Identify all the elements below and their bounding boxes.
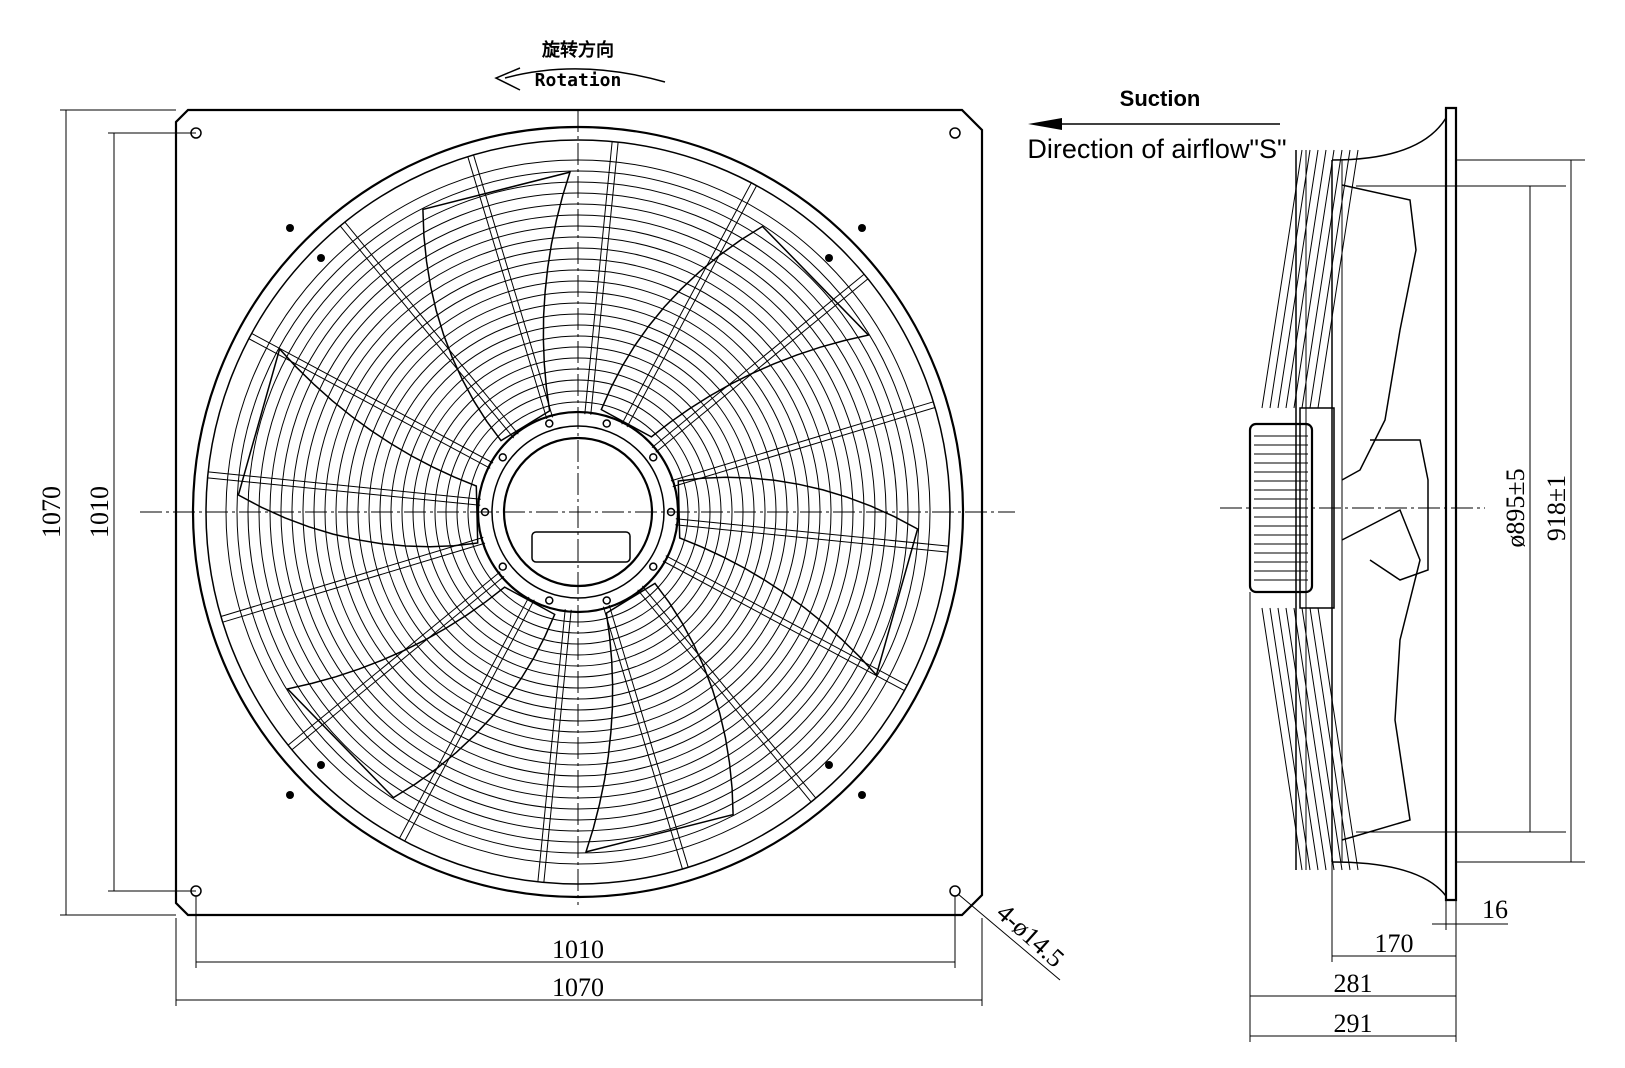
guard-spoke: [672, 407, 936, 488]
bolt-dot: [286, 224, 294, 232]
dim-depth-291: 291: [1334, 1009, 1373, 1038]
guard-spokes: [207, 141, 949, 883]
fan-blades: [237, 171, 919, 853]
guard-spoke: [590, 142, 619, 415]
side-flange: [1444, 106, 1458, 902]
side-guard-wire: [1293, 149, 1335, 871]
guard-spoke: [602, 606, 683, 870]
venturi-bell: [1331, 117, 1447, 897]
guard-spoke: [537, 609, 566, 882]
guard-spoke: [287, 571, 501, 746]
side-guard-wire: [1277, 149, 1319, 871]
dim-height-1010: 1010: [85, 486, 114, 538]
hub-bolt: [648, 562, 658, 571]
side-blade-mid: [1369, 439, 1429, 581]
guard-spoke: [641, 585, 817, 799]
airflow-arrowhead: [1028, 118, 1062, 130]
dim-depth-170: 170: [1375, 929, 1414, 958]
guard-spoke: [662, 560, 905, 692]
guard-spoke: [675, 524, 948, 553]
fan-blade: [286, 586, 556, 799]
guard-spoke: [675, 518, 949, 547]
bolt-dot: [858, 224, 866, 232]
hub-bolt: [602, 419, 611, 428]
bolt-dot: [825, 761, 833, 769]
guard-spoke: [398, 596, 530, 839]
hub-bolt: [498, 453, 508, 462]
side-view: Suction Direction of airflow"S" ø895±5 9…: [1027, 86, 1585, 1042]
guard-spoke: [473, 154, 554, 418]
guard-spoke: [467, 156, 548, 420]
guard-spoke: [208, 471, 481, 500]
guard-spoke: [222, 542, 486, 623]
hub-bolt: [602, 596, 611, 605]
guard-spoke: [621, 182, 752, 425]
guard-spoke: [655, 278, 869, 453]
dim-venturi-diameter: 918±1: [1542, 475, 1571, 541]
bolt-dot: [317, 254, 325, 262]
hub-bolt: [648, 453, 658, 462]
guard-spoke: [220, 536, 484, 617]
hub-bolt: [545, 596, 554, 605]
side-blade-lower: [1341, 508, 1421, 841]
bolt-dot: [825, 254, 833, 262]
hole-leader: [957, 893, 1061, 981]
fan-blade: [237, 347, 479, 548]
fan-blade: [677, 476, 919, 677]
rotation-arrow: [504, 68, 666, 83]
fan-blade: [600, 225, 870, 438]
side-guard-wire: [1309, 149, 1351, 871]
guard-spoke: [207, 477, 481, 506]
motor-fins: [1254, 435, 1308, 581]
rotation-label-en: Rotation: [535, 70, 622, 91]
side-guard-wire: [1269, 149, 1311, 871]
dim-height-1070: 1070: [37, 486, 66, 538]
mounting-hole-tr: [949, 127, 961, 139]
guard-spoke: [404, 599, 535, 842]
bolt-dot: [858, 791, 866, 799]
guard-spoke: [291, 575, 505, 751]
mounting-plate: [174, 108, 984, 917]
guard-spoke: [651, 273, 865, 449]
side-guard-wire: [1317, 149, 1359, 871]
dim-depth-281: 281: [1334, 969, 1373, 998]
fan-blade: [584, 582, 734, 853]
fan-blade: [422, 171, 572, 442]
guard-spoke: [344, 221, 519, 435]
guard-spoke: [637, 589, 812, 803]
side-blade-upper: [1341, 184, 1417, 481]
rotation-label-cn: 旋转方向: [541, 39, 614, 61]
mounting-hole-callout: 4-ø14.5: [991, 898, 1070, 973]
suction-label: Suction: [1120, 86, 1201, 111]
front-view: 旋转方向 Rotation 1010 1070 1070 1010 4-ø14.…: [37, 39, 1070, 1006]
dim-guard-diameter: ø895±5: [1501, 468, 1530, 547]
side-guard-wire: [1301, 149, 1343, 871]
guard-spoke: [626, 185, 758, 428]
guard-spoke: [339, 225, 515, 439]
dim-width-1070: 1070: [552, 973, 604, 1002]
dim-width-1010: 1010: [552, 935, 604, 964]
bolt-dot: [317, 761, 325, 769]
guard-spoke: [251, 332, 494, 464]
airflow-direction-label: Direction of airflow"S": [1027, 134, 1286, 164]
side-guard-wires: [1261, 149, 1359, 871]
dim-flange-16: 16: [1482, 895, 1508, 924]
guard-spoke: [543, 609, 572, 883]
terminal-box: [531, 531, 631, 563]
guard-spoke: [608, 604, 689, 868]
guard-spoke: [584, 141, 613, 415]
hub-bolt: [545, 419, 554, 428]
guard-spoke: [670, 401, 934, 482]
rotation-arrowhead: [494, 67, 521, 91]
bolt-dot: [286, 791, 294, 799]
hub-bolt: [498, 562, 508, 571]
